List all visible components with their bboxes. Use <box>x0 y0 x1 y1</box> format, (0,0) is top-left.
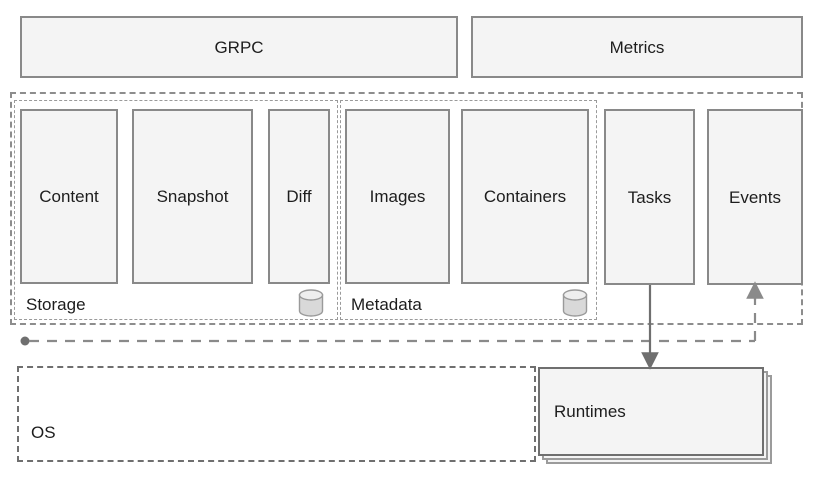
runtimes-label: Runtimes <box>554 401 626 421</box>
snapshot-label: Snapshot <box>156 187 229 206</box>
metrics-label: Metrics <box>609 37 665 57</box>
diff-label: Diff <box>286 187 312 206</box>
metadata-group-label: Metadata <box>351 295 422 314</box>
runtimes-box[interactable]: Runtimes <box>538 367 764 456</box>
metadata-group-outline <box>340 100 597 320</box>
diff-box[interactable]: Diff <box>268 109 330 284</box>
storage-group-outline <box>14 100 338 320</box>
grpc-box[interactable]: GRPC <box>20 16 458 78</box>
storage-database-cylinder-icon <box>298 289 324 317</box>
events-label: Events <box>729 187 781 207</box>
grpc-label: GRPC <box>214 37 264 57</box>
core-bus-connector <box>20 336 755 346</box>
containers-label: Containers <box>483 187 567 206</box>
images-box[interactable]: Images <box>345 109 450 284</box>
metadata-database-cylinder-icon <box>562 289 588 317</box>
tasks-label: Tasks <box>627 187 672 207</box>
metrics-box[interactable]: Metrics <box>471 16 803 78</box>
images-label: Images <box>369 187 426 206</box>
containers-box[interactable]: Containers <box>461 109 589 284</box>
content-label: Content <box>39 187 99 206</box>
content-box[interactable]: Content <box>20 109 118 284</box>
storage-group-label: Storage <box>26 295 86 314</box>
os-box <box>17 366 536 462</box>
snapshot-box[interactable]: Snapshot <box>132 109 253 284</box>
os-label: OS <box>31 423 56 442</box>
events-box[interactable]: Events <box>707 109 803 285</box>
tasks-box[interactable]: Tasks <box>604 109 695 285</box>
